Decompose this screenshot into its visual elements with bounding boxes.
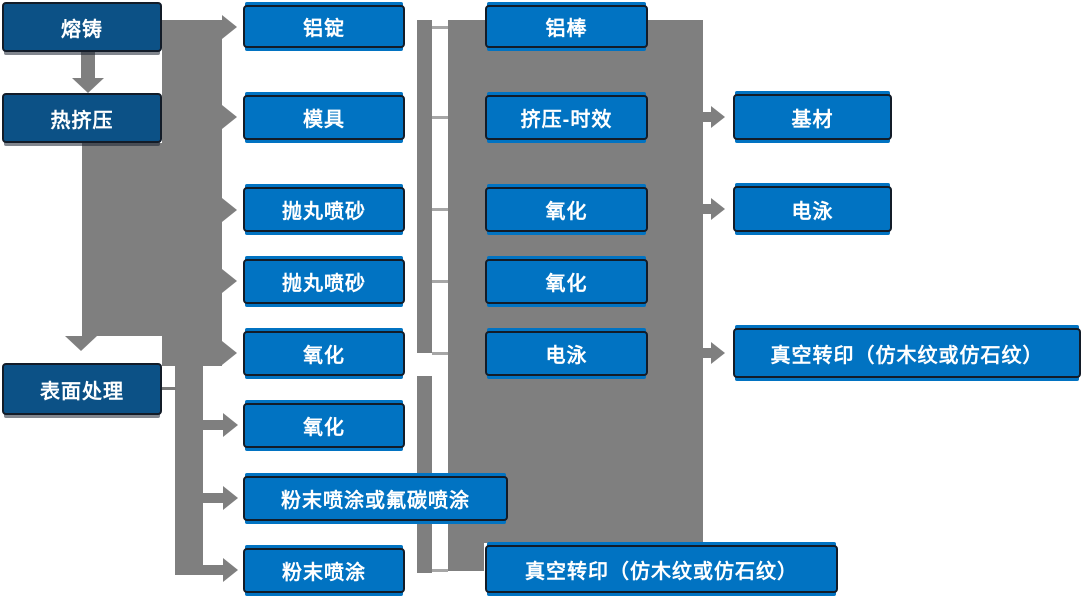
node-base-material: 基材 xyxy=(733,94,892,140)
node-label: 铝棒 xyxy=(545,18,588,40)
arrow-right-to-vacuum-transfer-1-icon xyxy=(711,342,725,364)
arrow-right-to-powder-coating-icon xyxy=(223,558,238,582)
link-line-aluminum-rod xyxy=(432,26,448,29)
node-label: 熔铸 xyxy=(61,18,103,41)
arrow-right-to-oxidation-1-icon xyxy=(222,341,237,365)
connector-col2-col3-bar-lower xyxy=(417,376,432,573)
node-melting-casting: 熔铸 xyxy=(2,2,162,52)
node-label: 粉末喷涂 xyxy=(282,562,366,584)
node-mold: 模具 xyxy=(243,95,405,140)
node-label: 氧化 xyxy=(545,201,588,223)
node-label: 基材 xyxy=(791,108,834,131)
link-line-oxidation-3 xyxy=(432,208,448,211)
node-vacuum-transfer-1: 真空转印（仿木纹或仿石纹） xyxy=(733,328,1081,378)
node-oxidation-3: 氧化 xyxy=(485,187,648,232)
connector-col1-col2-main xyxy=(162,20,222,366)
node-hot-extrusion: 热挤压 xyxy=(2,93,162,143)
node-label: 热挤压 xyxy=(50,109,114,132)
arrow-right-to-shot-blasting-1-icon xyxy=(222,198,237,222)
stub-to-vacuum-transfer-1 xyxy=(703,348,712,358)
stub-to-base-material xyxy=(703,112,712,122)
node-oxidation-2: 氧化 xyxy=(243,403,405,448)
arrow-right-to-base-material-icon xyxy=(711,106,725,128)
connector-col3-backplate-foot xyxy=(448,543,484,571)
arrow-down-to-surface-treatment-icon xyxy=(65,336,97,351)
node-powder-or-fluorocarbon-coating: 粉末喷涂或氟碳喷涂 xyxy=(243,476,508,521)
node-label: 挤压-时效 xyxy=(520,109,613,131)
arrow-right-to-powder-fluorocarbon-icon xyxy=(223,486,238,510)
node-surface-treatment: 表面处理 xyxy=(2,363,162,415)
link-line-electrophoresis-1 xyxy=(432,352,448,355)
connector-surface-treatment-trunk xyxy=(175,366,203,575)
node-extrusion-aging: 挤压-时效 xyxy=(485,95,648,140)
link-line-vacuum-transfer-2 xyxy=(432,569,448,572)
arrow-right-to-mold-icon xyxy=(222,105,237,129)
node-vacuum-transfer-2: 真空转印（仿木纹或仿石纹） xyxy=(485,545,838,593)
node-label: 表面处理 xyxy=(40,380,124,403)
node-label: 抛丸喷砂 xyxy=(282,201,366,223)
node-oxidation-1: 氧化 xyxy=(243,331,405,376)
arrow-down-to-hot-extrusion-icon xyxy=(72,78,104,93)
node-label: 真空转印（仿木纹或仿石纹） xyxy=(525,560,798,583)
link-line-surface-treatment xyxy=(162,387,176,390)
node-label: 氧化 xyxy=(545,273,588,295)
link-line-extrusion-aging xyxy=(432,116,448,119)
stub-to-oxidation-2 xyxy=(203,420,223,430)
stub-to-electrophoresis-2 xyxy=(703,204,712,214)
node-oxidation-4: 氧化 xyxy=(485,259,648,304)
node-label: 氧化 xyxy=(303,417,345,439)
node-label: 电泳 xyxy=(545,345,588,367)
stub-to-powder-fluorocarbon xyxy=(203,493,223,503)
node-label: 粉末喷涂或氟碳喷涂 xyxy=(281,490,470,512)
node-electrophoresis-1: 电泳 xyxy=(485,331,648,376)
node-aluminum-rod: 铝棒 xyxy=(485,5,648,48)
node-label: 氧化 xyxy=(303,345,345,367)
connector-melt-to-extrude-shaft xyxy=(81,52,95,79)
node-label: 铝锭 xyxy=(303,18,345,40)
node-label: 抛丸喷砂 xyxy=(282,273,366,295)
node-shot-blasting-2: 抛丸喷砂 xyxy=(243,259,405,304)
connector-col2-col3-bar-upper xyxy=(417,20,432,353)
node-label: 电泳 xyxy=(791,200,834,223)
connector-col1-left-trunk xyxy=(82,143,162,336)
arrow-right-to-electrophoresis-2-icon xyxy=(711,198,725,220)
arrow-right-to-shot-blasting-2-icon xyxy=(222,269,237,293)
link-line-oxidation-4 xyxy=(432,280,448,283)
node-powder-coating: 粉末喷涂 xyxy=(243,548,405,593)
node-label: 真空转印（仿木纹或仿石纹） xyxy=(770,344,1044,367)
node-label: 模具 xyxy=(303,109,345,131)
node-electrophoresis-2: 电泳 xyxy=(733,186,892,232)
arrow-right-to-aluminum-ingot-icon xyxy=(222,15,237,39)
node-aluminum-ingot: 铝锭 xyxy=(243,5,405,48)
stub-to-powder-coating xyxy=(203,565,223,575)
arrow-right-to-oxidation-2-icon xyxy=(223,413,238,437)
node-shot-blasting-1: 抛丸喷砂 xyxy=(243,187,405,232)
